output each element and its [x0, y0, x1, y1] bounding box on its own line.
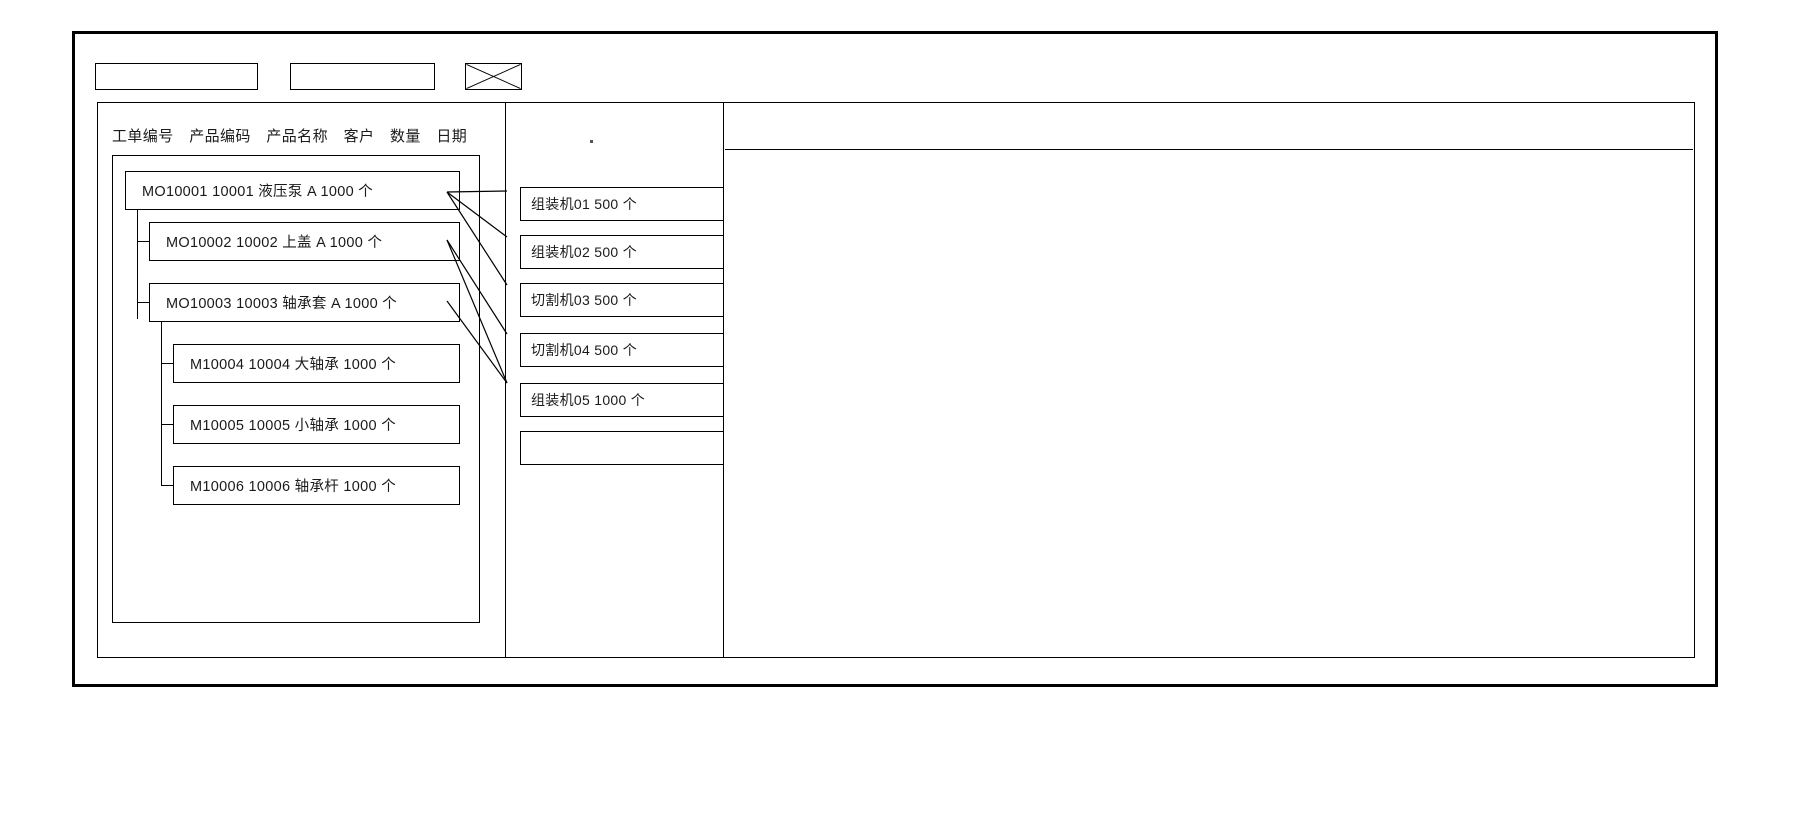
tree-row-text: M10005 10005 小轴承 1000 个 [190, 418, 396, 434]
application-window: 工单编号 产品编码 产品名称 客户 数量 日期 MO10001 10001 液压… [72, 31, 1718, 687]
detail-panel [723, 102, 1695, 658]
machine-task-item[interactable]: 组装机01 500 个 [520, 187, 728, 221]
work-order-tree: MO10001 10001 液压泵 A 1000 个 MO10002 10002… [112, 155, 480, 623]
machine-task-text: 切割机03 500 个 [531, 292, 638, 308]
tree-row-text: M10006 10006 轴承杆 1000 个 [190, 479, 396, 495]
tree-row-text: MO10003 10003 轴承套 A 1000 个 [166, 296, 398, 312]
tree-trunk-level2 [161, 322, 163, 485]
tree-branch-row1 [137, 241, 149, 243]
toolbar-field-2[interactable] [290, 62, 435, 90]
tree-branch-row3 [161, 363, 173, 365]
column-header-product-code: 产品编码 [189, 128, 251, 145]
detail-panel-header-rule [725, 149, 1693, 151]
column-header-row: 工单编号 产品编码 产品名称 客户 数量 日期 [112, 125, 467, 146]
tree-branch-row4 [161, 424, 173, 426]
tree-row[interactable]: MO10002 10002 上盖 A 1000 个 [149, 222, 460, 261]
tree-branch-row5 [161, 485, 173, 487]
machine-task-panel: 组装机01 500 个 组装机02 500 个 切割机03 500 个 切割机0… [505, 102, 757, 658]
image-placeholder-icon[interactable] [465, 62, 522, 90]
tree-row[interactable]: MO10003 10003 轴承套 A 1000 个 [149, 283, 460, 322]
column-header-quantity: 数量 [389, 128, 421, 145]
machine-task-item[interactable]: 切割机04 500 个 [520, 333, 728, 367]
tree-branch-row2 [137, 302, 149, 304]
machine-task-text: 组装机02 500 个 [531, 244, 638, 260]
column-header-customer: 客户 [343, 128, 375, 145]
tree-row-text: MO10002 10002 上盖 A 1000 个 [166, 235, 383, 251]
tree-row[interactable]: MO10001 10001 液压泵 A 1000 个 [125, 171, 460, 210]
machine-task-text: 组装机01 500 个 [531, 196, 638, 212]
tree-row-text: MO10001 10001 液压泵 A 1000 个 [142, 184, 374, 200]
column-header-product-name: 产品名称 [266, 128, 328, 145]
tree-row[interactable]: M10005 10005 小轴承 1000 个 [173, 405, 460, 444]
machine-task-item-empty[interactable] [520, 431, 728, 465]
column-header-order-no: 工单编号 [112, 128, 174, 145]
machine-task-text: 组装机05 1000 个 [531, 392, 646, 408]
machine-task-item[interactable]: 组装机02 500 个 [520, 235, 728, 269]
machine-task-item[interactable]: 组装机05 1000 个 [520, 383, 728, 417]
machine-task-item[interactable]: 切割机03 500 个 [520, 283, 728, 317]
tree-trunk-level1 [137, 210, 139, 319]
column-header-date: 日期 [436, 128, 468, 145]
toolbar-field-1[interactable] [95, 62, 258, 90]
tree-row-text: M10004 10004 大轴承 1000 个 [190, 357, 396, 373]
panel-marker-dot [590, 140, 593, 143]
work-order-panel: 工单编号 产品编码 产品名称 客户 数量 日期 MO10001 10001 液压… [97, 102, 507, 658]
tree-row[interactable]: M10006 10006 轴承杆 1000 个 [173, 466, 460, 505]
tree-row[interactable]: M10004 10004 大轴承 1000 个 [173, 344, 460, 383]
machine-task-text: 切割机04 500 个 [531, 342, 638, 358]
toolbar [95, 62, 522, 90]
